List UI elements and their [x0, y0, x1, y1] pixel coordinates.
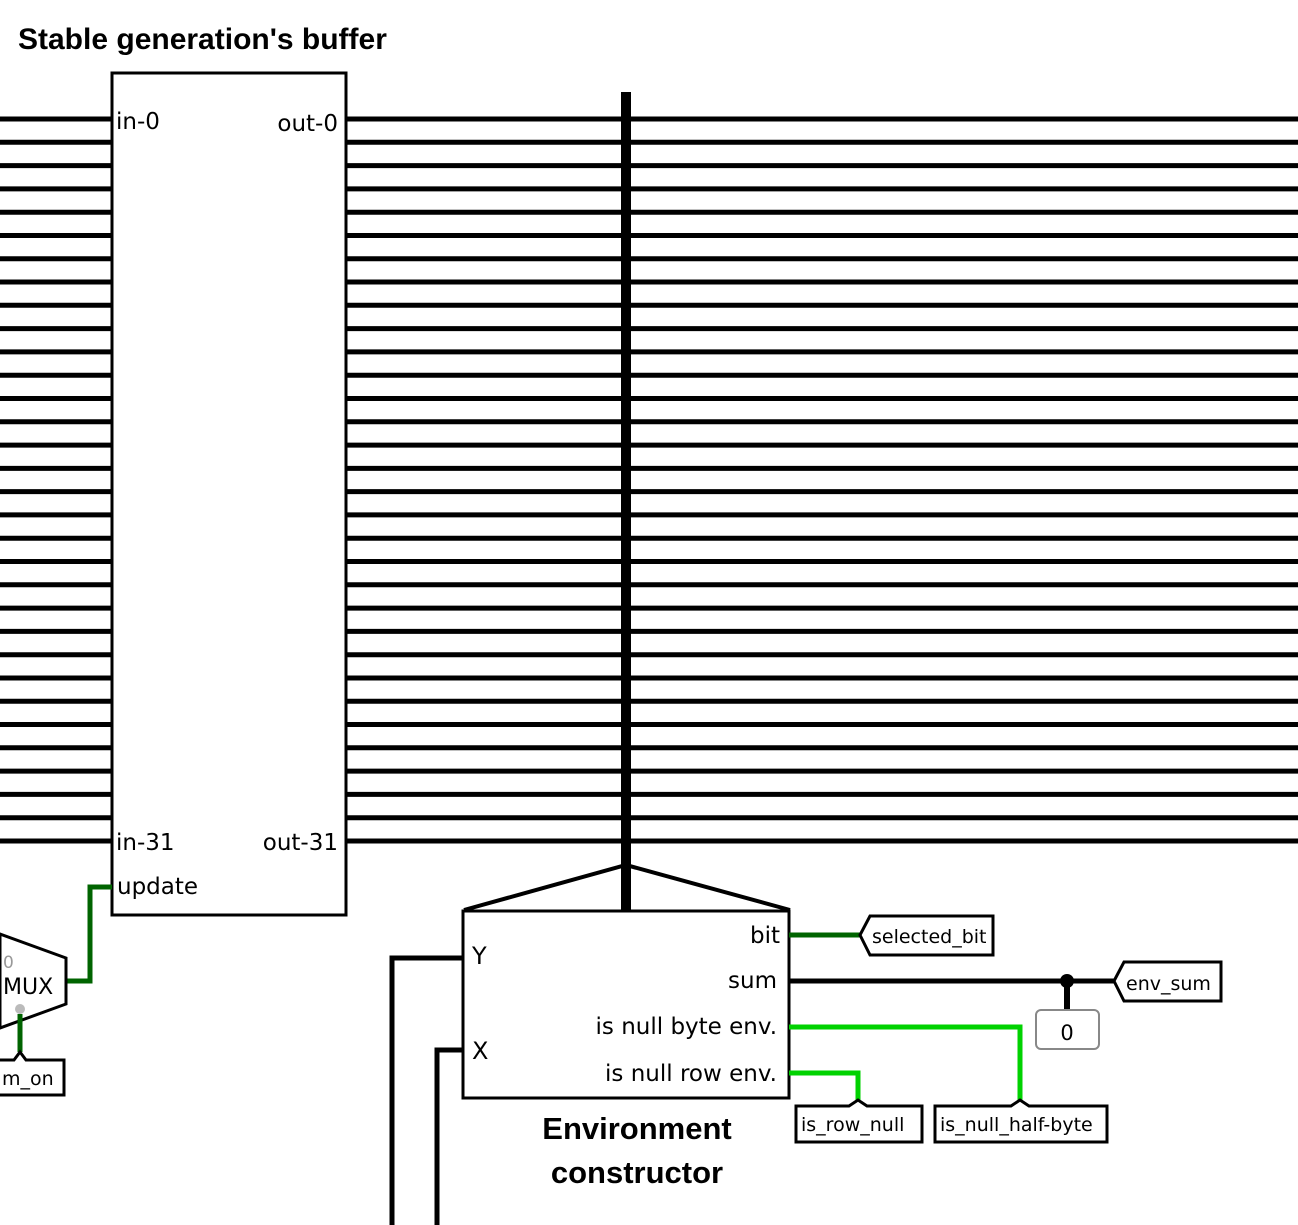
buffer-title: Stable generation's buffer — [18, 23, 387, 56]
bus-wires — [0, 116, 1298, 844]
env-title-line2: constructor — [551, 1155, 723, 1190]
null-row-wire — [789, 1070, 861, 1100]
buffer-update-label: update — [117, 874, 198, 900]
x-input-wire — [434, 1047, 464, 1225]
tunnel-enable-label: m_on — [2, 1068, 54, 1090]
y-input-wire — [389, 955, 464, 1225]
splitter-fan — [463, 862, 791, 912]
mux-select-pin — [15, 1004, 25, 1014]
tunnel-is-row-null[interactable] — [794, 1098, 924, 1144]
env-bit-label: bit — [750, 923, 780, 949]
tunnel-is-row-null-label: is_row_null — [801, 1114, 904, 1136]
env-sum-label: sum — [728, 968, 777, 994]
mux-label: MUX — [3, 975, 53, 1000]
probe-box — [1035, 1009, 1100, 1050]
buffer-in-first-label: in-0 — [116, 109, 160, 135]
tunnel-enable[interactable] — [0, 1049, 66, 1097]
env-x-label: X — [472, 1037, 488, 1065]
env-null-byte-label: is null byte env. — [596, 1014, 777, 1040]
update-wire — [66, 884, 112, 984]
tunnel-env-sum[interactable] — [1112, 960, 1223, 1003]
env-null-row-label: is null row env. — [605, 1061, 777, 1087]
tunnel-selected-bit-label: selected_bit — [872, 926, 987, 948]
env-title-line1: Environment — [542, 1111, 731, 1146]
null-byte-wire — [789, 1024, 1023, 1100]
env-y-label: Y — [471, 942, 487, 970]
mux-block[interactable] — [0, 932, 68, 1030]
tunnel-is-null-half-byte-label: is_null_half-byte — [940, 1114, 1093, 1136]
buffer-block[interactable] — [110, 71, 348, 917]
tunnel-is-null-half-byte[interactable] — [933, 1098, 1109, 1144]
buffer-out-last-label: out-31 — [263, 830, 338, 856]
probe-value: 0 — [1060, 1021, 1073, 1045]
tunnel-selected-bit[interactable] — [858, 914, 995, 957]
buffer-out-first-label: out-0 — [277, 111, 338, 137]
buffer-in-last-label: in-31 — [116, 830, 175, 856]
tunnel-env-sum-label: env_sum — [1126, 973, 1211, 995]
mux-select-zero: 0 — [3, 953, 14, 973]
environment-constructor-block[interactable] — [461, 909, 791, 1100]
